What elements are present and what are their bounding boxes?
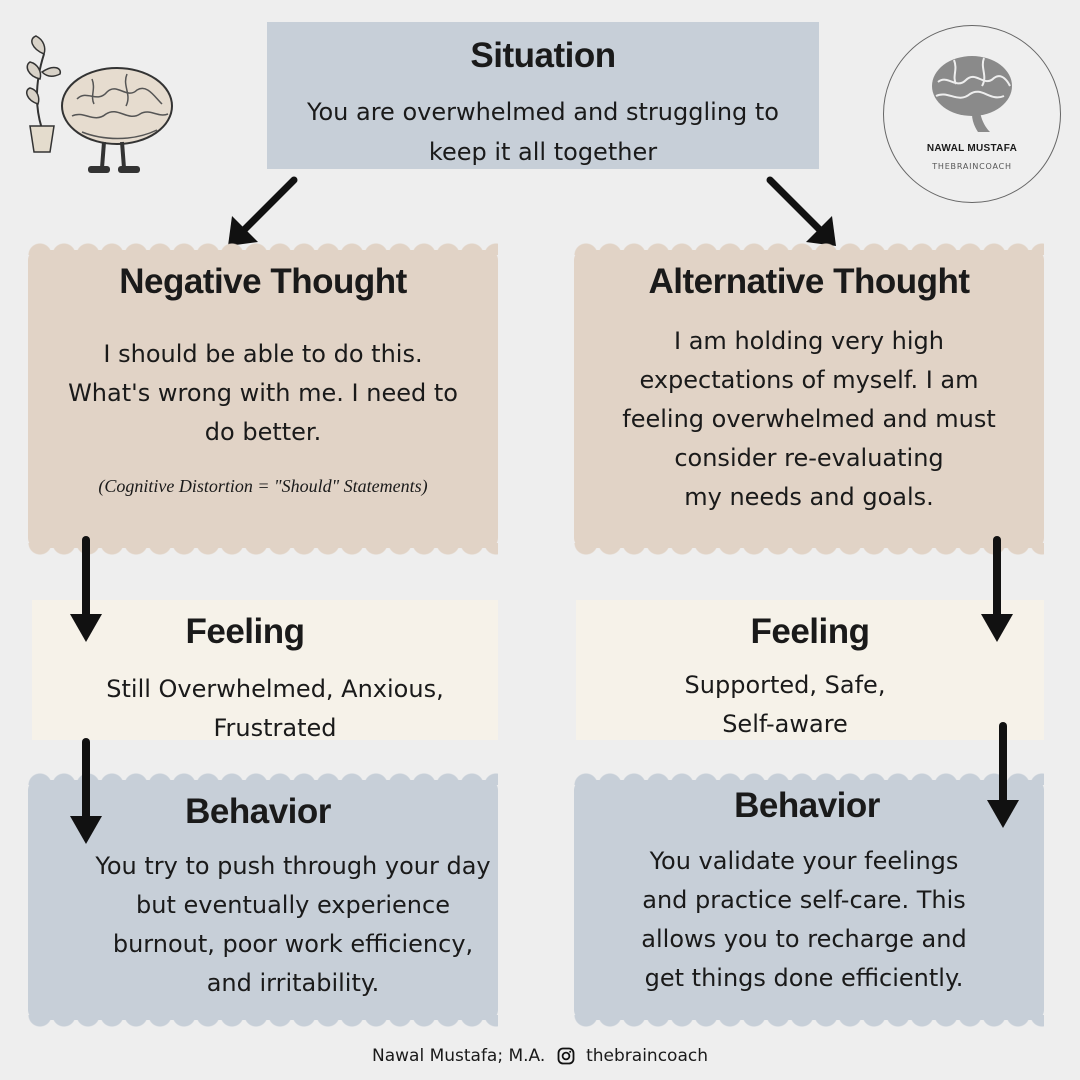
footer: Nawal Mustafa; M.A. thebraincoach [0, 1046, 1080, 1066]
arrow-down-icon [987, 722, 1019, 828]
negative-feeling-box: Feeling Still Overwhelmed, Anxious, Frus… [32, 600, 498, 742]
footer-handle[interactable]: thebraincoach [586, 1046, 708, 1066]
arrow-down-icon [70, 536, 102, 642]
arrow-down-icon [228, 176, 298, 246]
situation-title: Situation [470, 36, 616, 75]
arrow-down-icon [70, 738, 102, 844]
instagram-icon [557, 1047, 575, 1065]
brain-logo-icon [932, 56, 1012, 132]
negative-feeling-text: Still Overwhelmed, Anxious, Frustrated [106, 675, 444, 742]
alternative-feeling-text: Supported, Safe, Self-aware [684, 671, 886, 738]
brand-logo: NAWAL MUSTAFA THEBRAINCOACH [883, 25, 1061, 203]
alternative-behavior-title: Behavior [734, 786, 880, 825]
arrow-down-icon [981, 536, 1013, 642]
situation-text: You are overwhelmed and struggling to ke… [307, 98, 779, 166]
negative-behavior-text: You try to push through your day but eve… [95, 852, 491, 997]
alternative-thought-title: Alternative Thought [648, 262, 970, 301]
footer-author: Nawal Mustafa; M.A. [371, 1046, 546, 1066]
situation-box: Situation You are overwhelmed and strugg… [267, 22, 819, 169]
logo-tagline: THEBRAINCOACH [932, 162, 1012, 171]
alternative-feeling-box: Feeling Supported, Safe, Self-aware [576, 600, 1044, 740]
negative-thought-box: Negative Thought I should be able to do … [28, 243, 498, 555]
logo-name: NAWAL MUSTAFA [926, 143, 1018, 154]
cognitive-distortion-note: (Cognitive Distortion = "Should" Stateme… [98, 476, 428, 496]
negative-thought-title: Negative Thought [119, 262, 407, 301]
alternative-thought-box: Alternative Thought I am holding very hi… [574, 243, 1044, 555]
alternative-behavior-box: Behavior You validate your feelings and … [574, 773, 1044, 1027]
alternative-feeling-title: Feeling [750, 612, 870, 651]
negative-behavior-title: Behavior [185, 792, 331, 831]
alternative-thought-text: I am holding very high expectations of m… [622, 327, 996, 511]
arrow-down-icon [766, 176, 836, 246]
negative-behavior-box: Behavior You try to push through your da… [28, 773, 498, 1027]
brain-character-illustration [25, 35, 173, 173]
negative-feeling-title: Feeling [185, 612, 305, 651]
negative-thought-text: I should be able to do this. What's wron… [68, 340, 458, 446]
alternative-behavior-text: You validate your feelings and practice … [641, 847, 967, 992]
